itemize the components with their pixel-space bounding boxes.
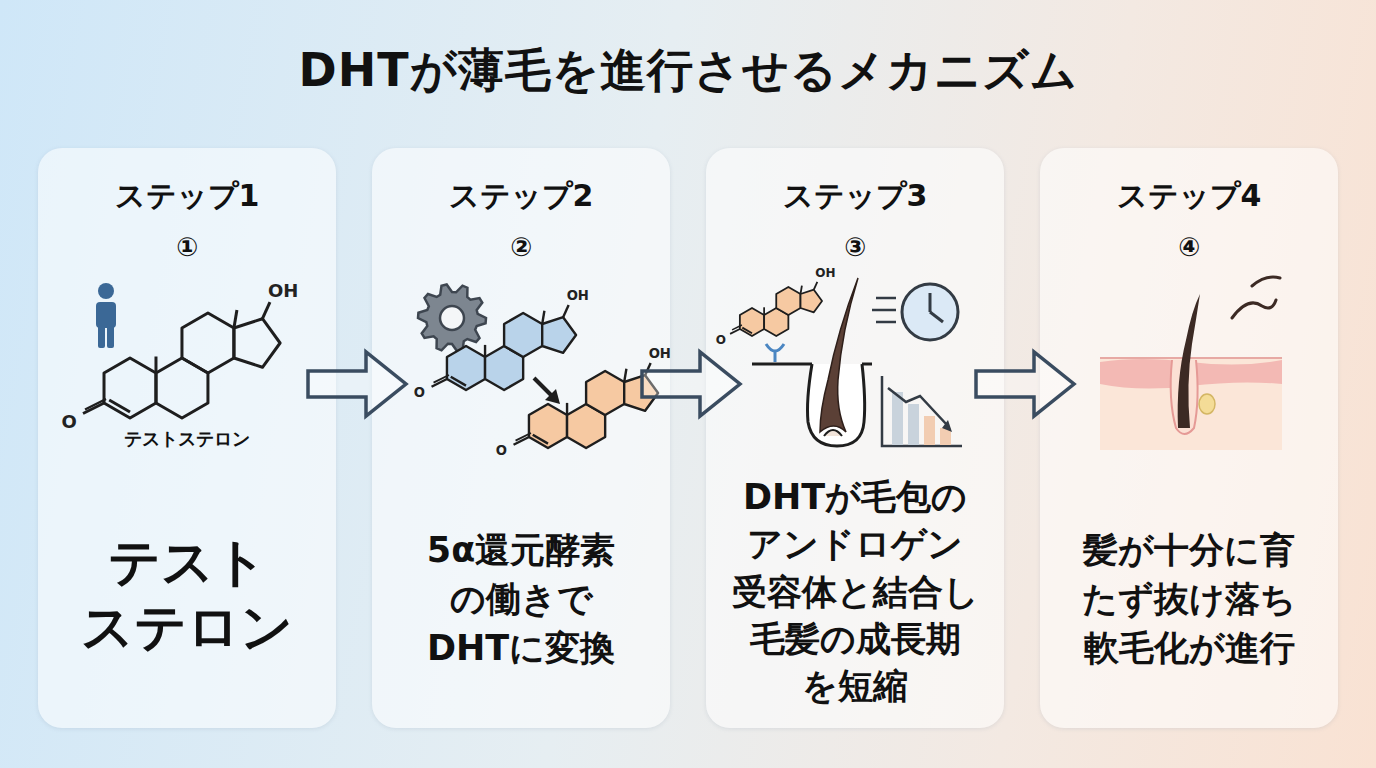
step-arrow: [642, 352, 740, 416]
step-arrow: [308, 352, 406, 416]
enzyme-gear: [418, 284, 486, 351]
step-heading: ステップ4: [1040, 178, 1338, 214]
step-number: ②: [372, 232, 670, 263]
step-arrow: [976, 352, 1074, 416]
conversion-arrow: [534, 378, 552, 396]
step-description: テスト ステロン: [38, 530, 336, 660]
step-card: ステップ1 ① テストステロンテスト ステロン: [38, 148, 336, 728]
step-description: DHTが毛包の アンドロゲン 受容体と結合し 毛髪の成長期 を短縮: [706, 474, 1004, 710]
atom-label: O: [62, 411, 77, 432]
step-description: 5α還元酵素 の働きで DHTに変換: [372, 526, 670, 673]
step-number: ④: [1040, 232, 1338, 263]
step-description: 髪が十分に育 たず抜け落ち 軟毛化が進行: [1040, 526, 1338, 673]
step-heading: ステップ1: [38, 178, 336, 214]
atom-label: O: [496, 443, 507, 458]
step-card: ステップ3 ③ DHTが毛包の アンドロゲン 受容体と結合し 毛髪の成長期 を短縮: [706, 148, 1004, 728]
atom-label: OH: [649, 346, 671, 361]
follicle-illustration: [752, 278, 962, 446]
atom-label: OH: [567, 288, 589, 303]
person-icon: [96, 283, 116, 348]
steroid-molecule: [83, 302, 280, 418]
atom-label: O: [414, 385, 425, 400]
skin-illustration: [1100, 277, 1282, 450]
step-number: ③: [706, 232, 1004, 263]
atom-label: OH: [815, 266, 835, 280]
atom-label: O: [716, 333, 726, 347]
atom-label: OH: [268, 280, 298, 301]
molecule-name: テストステロン: [38, 428, 336, 450]
step-heading: ステップ2: [372, 178, 670, 214]
conversion-arrowhead: [545, 389, 560, 404]
steroid-molecule: [730, 282, 822, 336]
step-card: ステップ2 ② 5α還元酵素 の働きで DHTに変換: [372, 148, 670, 728]
step-number: ①: [38, 232, 336, 263]
steroid-molecule: [432, 305, 577, 390]
step-card: ステップ4 ④ 髪が十分に育 たず抜け落ち 軟毛化が進行: [1040, 148, 1338, 728]
diagram-title: DHTが薄毛を進行させるメカニズム: [0, 40, 1376, 102]
step-heading: ステップ3: [706, 178, 1004, 214]
steroid-molecule: [514, 363, 659, 448]
